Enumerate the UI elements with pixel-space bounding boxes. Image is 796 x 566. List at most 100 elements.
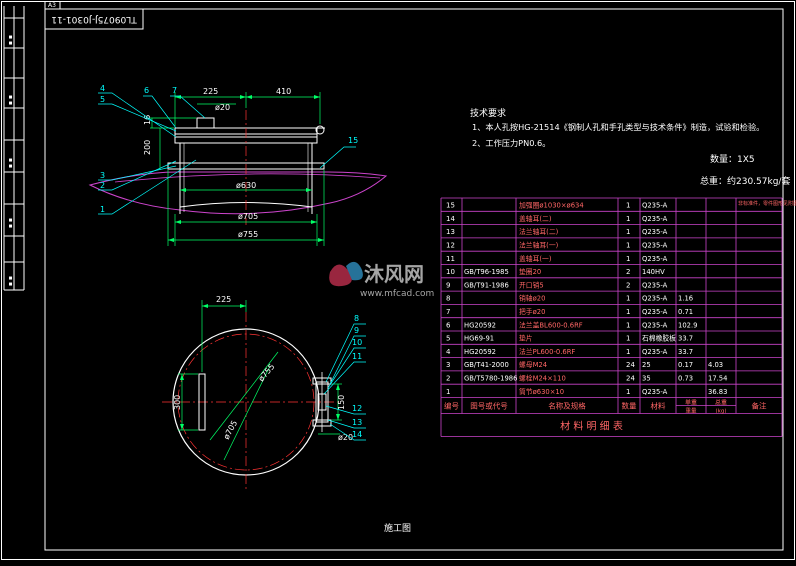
bom-cell-no: 12 xyxy=(446,242,455,250)
bom-cell-code: HG69-91 xyxy=(464,335,494,343)
notes-line-1: 1、本人孔按HG-21514《钢制人孔和手孔类型与技术条件》制造，试验和检验。 xyxy=(472,122,764,132)
watermark-brand: 沐风网 xyxy=(364,262,424,286)
notes-weight: 总重：约230.57kg/套 xyxy=(700,175,790,187)
bom-cell-name: 筒节ø630×10 xyxy=(519,387,564,396)
bom-cell-code: HG20592 xyxy=(464,321,496,329)
dim-d630: ø630 xyxy=(236,181,256,190)
top-view-balloons: 4 5 6 7 3 2 1 15 xyxy=(100,84,358,214)
balloon-9: 9 xyxy=(354,326,359,335)
bom-cell-qty: 1 xyxy=(626,388,630,396)
bom-cell-name: 销轴ø20 xyxy=(519,294,545,303)
inner-border xyxy=(44,8,784,551)
dim-d755-top: ø755 xyxy=(238,230,258,239)
bom-cell-qty: 1 xyxy=(626,255,630,263)
dim-300: 300 xyxy=(173,395,182,410)
bom-cell-name: 法兰PL600-0.6RF xyxy=(519,347,575,356)
bom-header-name: 名称及规格 xyxy=(548,401,586,411)
bom-cell-material: Q235-A xyxy=(642,295,668,303)
bom-cell-qty: 1 xyxy=(626,228,630,236)
bom-header-weight-unit: (kg) xyxy=(716,409,727,415)
balloon-5: 5 xyxy=(100,95,105,104)
bom-cell-name: 螺母M24 xyxy=(519,360,547,369)
notes-line-2: 2、工作压力PN0.6。 xyxy=(472,138,550,148)
technical-notes: 技术要求 1、本人孔按HG-21514《钢制人孔和手孔类型与技术条件》制造，试验… xyxy=(470,107,790,187)
svg-text:▪ ▪: ▪ ▪ xyxy=(7,35,14,45)
bom-cell-name: 螺栓M24×110 xyxy=(519,374,566,383)
balloon-2: 2 xyxy=(100,181,105,190)
bom-cell-no: 4 xyxy=(446,348,451,356)
front-view[interactable]: 225 ø755 ø705 300 150 ø20 8 9 10 11 12 1… xyxy=(162,295,366,490)
bom-cell-qty: 1 xyxy=(626,348,630,356)
balloon-1: 1 xyxy=(100,205,105,214)
top-view-dim-labels: 225 410 ø20 200 16 ø630 ø705 ø755 xyxy=(143,87,291,239)
bom-header-code: 图号或代号 xyxy=(470,401,508,411)
balloon-10: 10 xyxy=(352,338,362,347)
bom-cell-name: 开口销5 xyxy=(519,280,544,289)
top-view-leaders xyxy=(98,92,356,215)
bom-cell-qty: 24 xyxy=(626,361,635,369)
watermark-logo-icon xyxy=(329,261,363,287)
balloon-14: 14 xyxy=(352,430,362,439)
bom-cell-material: Q235-A xyxy=(642,242,668,250)
dim-200: 200 xyxy=(143,140,152,155)
balloon-12: 12 xyxy=(352,404,362,413)
bom-cell-name: 法兰轴耳(二) xyxy=(519,227,559,236)
hull-plate-outline xyxy=(88,171,388,215)
bom-cell-code: GB/T96-1985 xyxy=(464,268,509,276)
dim-225-front: 225 xyxy=(216,295,231,304)
bom-header-unit-weight: 单重 xyxy=(685,399,697,407)
bom-cell-unit-weight: 102.9 xyxy=(678,321,697,329)
bom-cell-material: Q235-A xyxy=(642,255,668,263)
bom-header-no: 编号 xyxy=(444,401,459,411)
bom-cell-name: 法兰盖BL600-0.6RF xyxy=(519,320,583,329)
bom-cell-material: Q235-A xyxy=(642,215,668,223)
watermark: 沐风网 www.mfcad.com xyxy=(329,261,434,299)
dim-410: 410 xyxy=(276,87,291,96)
dim-d20-front: ø20 xyxy=(338,433,353,442)
balloon-6: 6 xyxy=(144,86,149,95)
top-view-dim-arrows xyxy=(168,95,324,242)
bom-cell-material: Q235-A xyxy=(642,281,668,289)
top-view[interactable]: 225 410 ø20 200 16 ø630 ø705 ø755 4 5 6 … xyxy=(88,84,388,246)
bom-cell-no: 11 xyxy=(446,255,455,263)
bom-cell-unit-weight: 0.71 xyxy=(678,308,693,316)
hinge-pin xyxy=(315,125,325,135)
bom-cell-code: GB/T5780-1986 xyxy=(464,375,517,383)
balloon-4: 4 xyxy=(100,84,105,93)
bom-cell-no: 9 xyxy=(446,281,450,289)
bom-cell-material: Q235-A xyxy=(642,348,668,356)
bom-cell-no: 8 xyxy=(446,295,450,303)
bom-cell-name: 垫片 xyxy=(519,334,533,343)
balloon-13: 13 xyxy=(352,418,362,427)
bom-cell-name: 盖轴耳(一) xyxy=(519,254,552,263)
bom-cell-qty: 2 xyxy=(626,268,630,276)
bom-cell-name: 垫圈20 xyxy=(519,267,541,276)
balloon-7: 7 xyxy=(172,86,177,95)
bom-cell-no: 15 xyxy=(446,202,455,210)
bom-cell-qty: 1 xyxy=(626,321,630,329)
bom-cell-unit-weight: 33.7 xyxy=(678,335,693,343)
bom-cell-material: 35 xyxy=(642,375,651,383)
bom-header-remark: 备注 xyxy=(752,401,767,411)
dim-d755-front: ø755 xyxy=(257,362,277,383)
bom-cell-total-weight: 4.03 xyxy=(708,361,723,369)
top-view-dimensions xyxy=(150,92,325,246)
bom-header-material: 材料 xyxy=(651,401,666,411)
bom-cell-material: 140HV xyxy=(642,268,665,276)
bom-cell-no: 10 xyxy=(446,268,455,276)
drawing-number: TL09075J-J0301-11 xyxy=(51,14,137,24)
bom-cell-name: 盖轴耳(二) xyxy=(519,214,552,223)
front-view-dim-arrows xyxy=(180,304,340,430)
bom-cell-no: 5 xyxy=(446,335,450,343)
bom-cell-material: Q235-A xyxy=(642,321,668,329)
bom-cell-material: Q235-A xyxy=(642,228,668,236)
bom-cell-qty: 1 xyxy=(626,202,630,210)
svg-text:▪ ▪: ▪ ▪ xyxy=(7,276,14,286)
dim-d705-front: ø705 xyxy=(222,419,239,441)
svg-text:▪ ▪: ▪ ▪ xyxy=(7,158,14,168)
